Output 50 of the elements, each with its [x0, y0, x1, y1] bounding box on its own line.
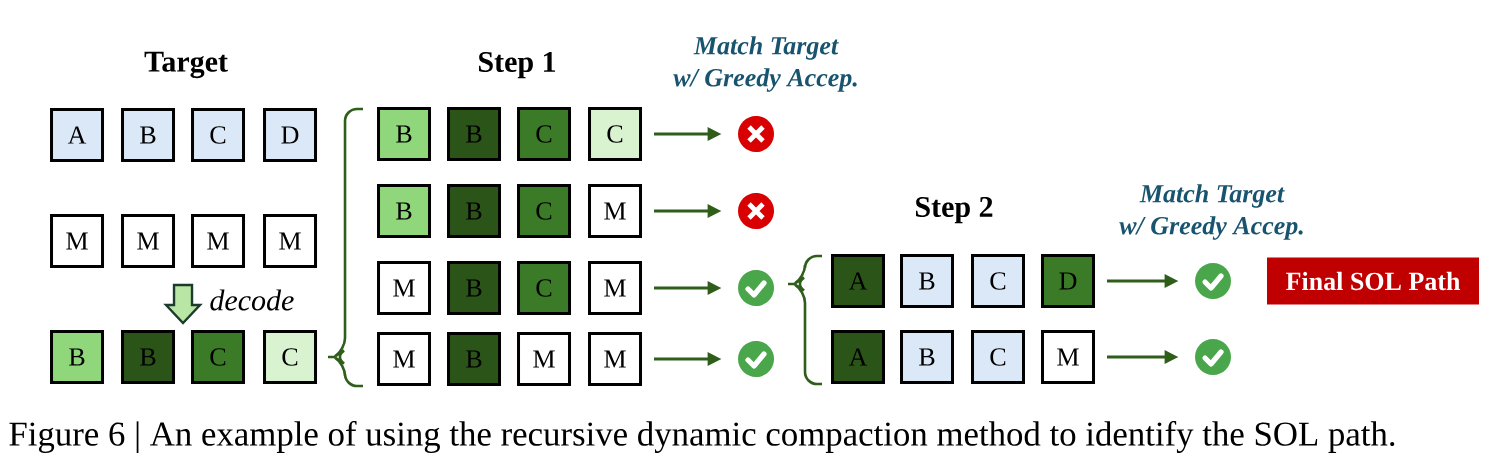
token-box: M: [517, 332, 571, 386]
token-box: C: [517, 261, 571, 315]
token-box: D: [1041, 254, 1095, 308]
token-box: M: [588, 184, 642, 238]
token-box: M: [377, 332, 431, 386]
check-icon: [1195, 339, 1231, 375]
token-box: B: [447, 332, 501, 386]
cross-icon: [738, 116, 774, 152]
annotation: Match Target w/ Greedy Accep.: [673, 36, 857, 92]
caption: Figure 6 | An example of using the recursive dynamic compaction method to identify the SOL path.: [9, 421, 1395, 453]
token-box: M: [588, 332, 642, 386]
token-box: B: [900, 254, 954, 308]
token-box: M: [263, 214, 317, 268]
token-box: A: [831, 254, 885, 308]
token-box: B: [447, 184, 501, 238]
annotation: Match Target w/ Greedy Accep.: [1119, 184, 1303, 240]
token-box: M: [50, 214, 104, 268]
check-icon: [1195, 263, 1231, 299]
token-box: B: [121, 108, 175, 162]
token-box: B: [377, 184, 431, 238]
token-box: D: [263, 108, 317, 162]
token-box: B: [121, 330, 175, 384]
heading: Step 1: [479, 51, 556, 79]
token-box: B: [447, 261, 501, 315]
token-box: M: [588, 261, 642, 315]
token-box: C: [971, 330, 1025, 384]
heading: Step 2: [916, 196, 993, 224]
token-box: B: [900, 330, 954, 384]
token-box: C: [971, 254, 1025, 308]
arrow-label: decode: [210, 289, 294, 311]
cross-icon: [738, 193, 774, 229]
token-box: C: [588, 107, 642, 161]
check-icon: [738, 270, 774, 306]
token-box: B: [447, 107, 501, 161]
token-box: C: [263, 330, 317, 384]
token-box: B: [377, 107, 431, 161]
token-box: B: [50, 330, 104, 384]
banner: Final SOL Path: [1267, 257, 1479, 305]
token-box: M: [191, 214, 245, 268]
token-box: M: [377, 261, 431, 315]
token-box: A: [831, 330, 885, 384]
token-box: M: [121, 214, 175, 268]
token-box: M: [1041, 330, 1095, 384]
token-box: C: [191, 330, 245, 384]
token-box: C: [517, 107, 571, 161]
check-icon: [738, 341, 774, 377]
token-box: C: [517, 184, 571, 238]
token-box: C: [191, 108, 245, 162]
token-box: A: [50, 108, 104, 162]
heading: Target: [144, 51, 228, 79]
